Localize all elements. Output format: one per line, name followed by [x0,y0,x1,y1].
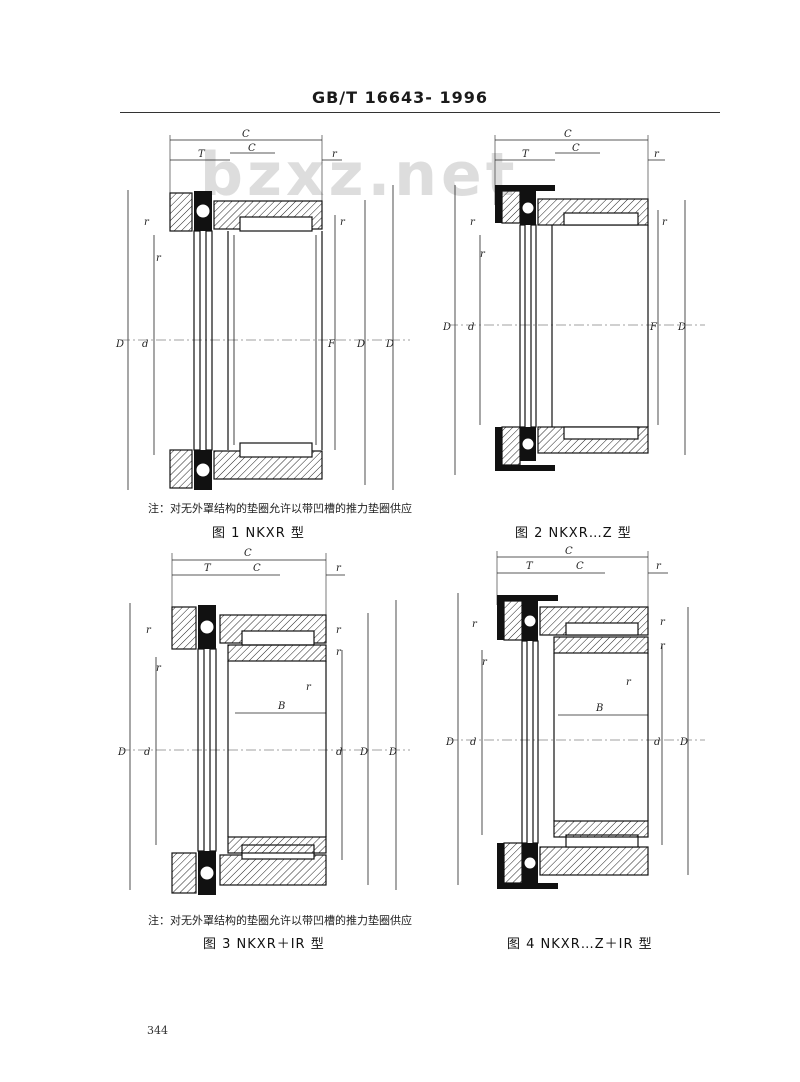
dim-label: D [679,737,688,748]
dim-label: B [595,703,603,714]
header-rule [120,112,720,113]
dim-label: D [677,322,686,333]
dim-label: C [244,548,252,559]
dim-label: r [306,682,312,693]
dim-label: T [526,561,534,572]
dim-label: B [277,701,285,712]
dim-label: r [340,217,346,228]
dim-label: r [156,253,162,264]
dim-label: r [336,625,342,636]
figure-2-caption: 图 2 NKXR…Z 型 [515,526,632,541]
dim-label: D [445,737,454,748]
dim-label: d [144,747,150,758]
dim-label: C [242,129,250,140]
dim-label: r [336,647,342,658]
dim-label: r [156,663,162,674]
dim-label: D [115,339,124,350]
dim-label: d [468,322,474,333]
dim-label: r [480,249,486,260]
dim-label: r [654,149,660,160]
page-number: 344 [147,1024,168,1037]
figure-3-caption: 图 3 NKXR＋IR 型 [203,937,325,952]
figure-4-caption: 图 4 NKXR…Z＋IR 型 [507,937,653,952]
dim-label: d [336,747,342,758]
dim-label: D [442,322,451,333]
dim-label: r [146,625,152,636]
page-header-standard-number: GB/T 16643- 1996 [311,88,489,107]
dim-label: D [385,339,394,350]
dim-label: r [472,619,478,630]
dim-label: D [356,339,365,350]
dim-label: C [248,143,256,154]
dim-label: C [564,129,572,140]
dim-label: D [117,747,126,758]
dim-label: D [359,747,368,758]
figure-1-caption: 图 1 NKXR 型 [212,526,305,541]
dim-label: r [626,677,632,688]
dim-label: T [198,149,206,160]
dim-label: T [522,149,530,160]
dim-label: r [470,217,476,228]
watermark: bzxz.net [200,140,519,210]
dim-label: r [482,657,488,668]
figure-4-drawing: C T C r D d r r D d r r r B [440,545,710,895]
dim-label: r [660,641,666,652]
dim-label: C [576,561,584,572]
figure-1-drawing: C T C r D d r r D D F r [110,125,420,500]
dim-label: C [572,143,580,154]
dim-label: F [649,322,658,333]
dim-label: d [142,339,148,350]
dim-label: r [336,563,342,574]
dim-label: r [662,217,668,228]
figure-2-drawing: C T C r D d r r D F r [440,125,710,485]
dim-label: C [565,546,573,557]
figure-note: 注：对无外罩结构的垫圈允许以带凹槽的推力垫圈供应 [148,502,412,515]
dim-label: d [654,737,660,748]
dim-label: F [327,339,336,350]
dim-label: r [144,217,150,228]
dim-label: C [253,563,261,574]
dim-label: D [388,747,397,758]
dim-label: r [660,617,666,628]
dim-label: r [332,149,338,160]
figure-3-drawing: C T C r D d r r D D d r r r B [110,545,420,905]
dim-label: r [656,561,662,572]
dim-label: d [470,737,476,748]
dim-label: T [204,563,212,574]
figure-note: 注：对无外罩结构的垫圈允许以带凹槽的推力垫圈供应 [148,914,412,927]
